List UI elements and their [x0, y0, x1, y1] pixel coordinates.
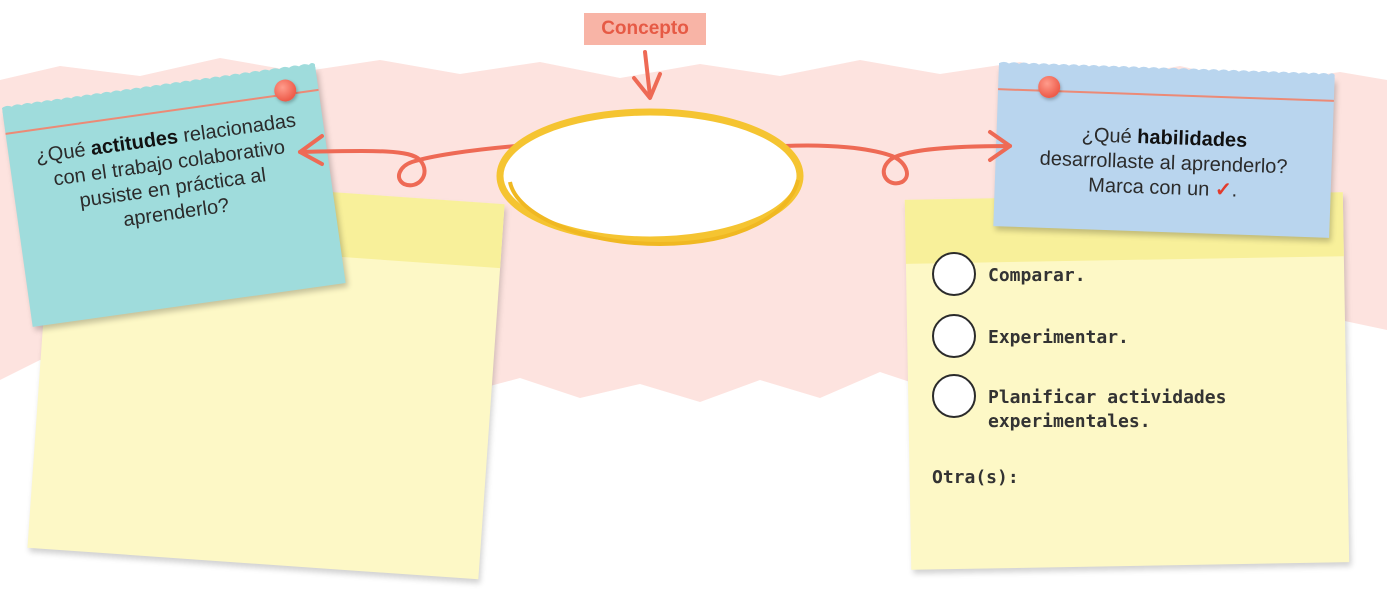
left-question-card: ¿Qué actitudes relacionadas con el traba… [1, 63, 346, 327]
torn-edge [998, 61, 1335, 80]
left-loop-arrow-icon [298, 134, 518, 188]
down-arrow-icon [632, 50, 662, 100]
option-checkbox-circle[interactable] [932, 252, 976, 296]
concept-ellipse [496, 108, 804, 247]
right-loop-arrow-icon [782, 130, 1012, 186]
right-question-card: ¿Qué habilidades desarrollaste al aprend… [993, 61, 1335, 238]
option-comparar[interactable]: Comparar. [932, 252, 1086, 296]
concept-tag: Concepto [584, 13, 706, 45]
option-checkbox-circle[interactable] [932, 314, 976, 358]
option-label: Experimentar. [988, 327, 1129, 348]
option-planificar[interactable]: Planificar actividades experimentales. [932, 374, 1308, 434]
torn-edge [1, 63, 316, 114]
option-label: Comparar. [988, 265, 1086, 286]
option-checkbox-circle[interactable] [932, 374, 976, 418]
other-label: Otra(s): [932, 467, 1019, 488]
option-label: Planificar actividades experimentales. [988, 387, 1227, 432]
option-experimentar[interactable]: Experimentar. [932, 314, 1129, 358]
